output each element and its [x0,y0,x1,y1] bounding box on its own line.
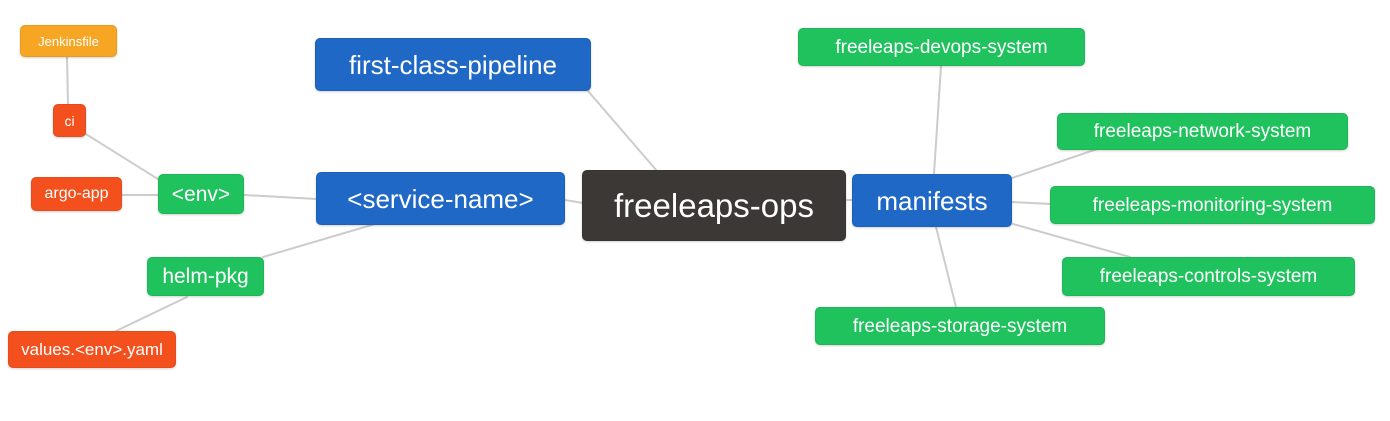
node-freeleaps-controls-system[interactable]: freeleaps-controls-system [1062,257,1355,296]
node-ci[interactable]: ci [53,104,86,137]
node-argo-app[interactable]: argo-app [31,177,122,211]
edge-manifests-to-freeleaps-controls-system [1012,223,1131,258]
edge-helm-pkg-to-service-name [262,223,376,258]
edge-manifests-to-freeleaps-monitoring-system [1011,201,1052,205]
node-freeleaps-storage-system[interactable]: freeleaps-storage-system [815,307,1105,345]
node-freeleaps-devops-system[interactable]: freeleaps-devops-system [798,28,1085,66]
node-first-class-pipeline[interactable]: first-class-pipeline [315,38,591,91]
node-freeleaps-network-system[interactable]: freeleaps-network-system [1057,113,1348,150]
node-manifests[interactable]: manifests [852,174,1012,227]
node-values-env-yaml[interactable]: values.<env>.yaml [8,331,176,368]
edge-first-class-pipeline-to-freeleaps-ops [587,90,658,172]
edge-manifests-to-freeleaps-storage-system [935,226,957,308]
edge-ci-to-env [80,130,162,182]
edge-manifests-to-freeleaps-devops-system [933,65,942,175]
edge-manifests-to-freeleaps-network-system [1011,147,1101,179]
node-service-name[interactable]: <service-name> [316,172,565,225]
edge-service-name-to-freeleaps-ops [564,199,584,204]
edge-values-env-yaml-to-helm-pkg [115,296,188,332]
node-helm-pkg[interactable]: helm-pkg [147,257,264,296]
node-freeleaps-ops[interactable]: freeleaps-ops [582,170,846,241]
node-freeleaps-monitoring-system[interactable]: freeleaps-monitoring-system [1050,186,1375,224]
node-env[interactable]: <env> [158,174,244,214]
node-jenkinsfile[interactable]: Jenkinsfile [20,25,117,57]
edge-jenkinsfile-to-ci [66,56,69,106]
edge-env-to-service-name [243,194,318,200]
